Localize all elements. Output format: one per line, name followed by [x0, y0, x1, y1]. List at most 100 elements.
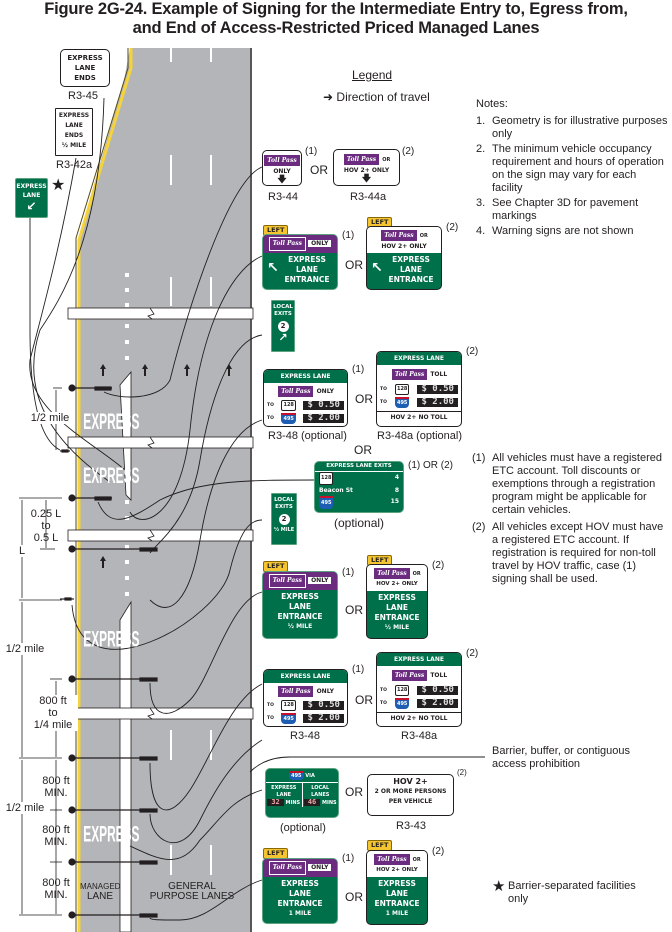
interstate-shield: 495	[394, 397, 410, 408]
price-display: $ 2.00	[417, 398, 458, 407]
sign-or: OR	[419, 233, 428, 239]
case-label: (2)	[466, 648, 479, 659]
barrier-note: Barrier, buffer, or contiguous access pr…	[492, 745, 630, 770]
lane-lines	[170, 48, 212, 875]
label-line: GENERAL	[168, 881, 216, 892]
exit-number: 2	[277, 321, 289, 332]
case-label: (2)	[466, 346, 479, 357]
dim-half-mile-2: 1/2 mile	[2, 643, 48, 655]
sign-location-markers	[60, 384, 158, 919]
sign-line: EXPRESS	[16, 183, 47, 190]
case-label: (1)	[342, 853, 355, 864]
dim-half-mile-1: 1/2 mile	[30, 412, 70, 424]
sign-header: EXPRESS LANE	[264, 670, 347, 683]
price-display: $ 0.50	[303, 401, 344, 410]
title-line-2: and End of Access-Restricted Priced Mana…	[132, 19, 540, 37]
tollpass-logo: Toll Pass	[277, 385, 315, 398]
dim-line: 0.25 L	[30, 508, 62, 520]
sign-line: ENTRANCE	[374, 899, 420, 908]
legend-direction: ➜ Direction of travel	[323, 90, 430, 104]
sign-or: OR	[412, 857, 421, 863]
sign-line: LOCAL	[311, 785, 330, 791]
sign-local-exits-2: LOCAL EXITS 2 ↗	[271, 300, 295, 352]
dim-line: to	[48, 707, 58, 719]
label-line: PURPOSE LANES	[149, 891, 235, 902]
arrow-down-icon: 🡇	[361, 174, 372, 184]
arrow-up-right-icon: ↗	[278, 331, 288, 344]
time-columns: EXPRESS LANE 32 MINS LOCAL LANES 46 MINS	[266, 783, 338, 807]
sign-line: ½ MILE	[384, 624, 410, 631]
or-label: OR	[310, 163, 328, 177]
tollpass-panel: Toll Pass ONLY	[263, 859, 337, 877]
caption-r3-48: R3-48	[290, 730, 320, 742]
sign-travel-time: 495 VIA EXPRESS LANE 32 MINS LOCAL LANES…	[265, 768, 339, 818]
sign-line: LANE	[65, 122, 83, 129]
sign-r3-45-express-lane-ends: EXPRESS LANE ENDS	[60, 49, 110, 87]
left-edge-line	[77, 48, 133, 932]
caption-r3-45: R3-45	[68, 90, 98, 102]
note-num: 1.	[476, 115, 486, 127]
dim-line: 800 ft	[39, 695, 67, 707]
caption-r3-48a: R3-48a	[401, 730, 438, 742]
caption-travel-time-optional: (optional)	[280, 822, 326, 834]
sign-entrance-half-mile-case1: Toll Pass ONLY EXPRESS LANE ENTRANCE ½ M…	[262, 571, 338, 639]
dim-line: MIN.	[44, 787, 68, 799]
notes-block: Notes: 1.Geometry is for illustrative pu…	[476, 98, 668, 238]
sign-line: ENTRANCE	[388, 275, 434, 284]
sign-footer: HOV 2+ NO TOLL	[377, 712, 461, 723]
or-label: OR	[345, 890, 363, 904]
note-text: The minimum vehicle occupancy requiremen…	[492, 143, 664, 194]
leader-lines	[29, 97, 485, 921]
sign-express-lane-arrow: EXPRESS LANE ↙	[15, 178, 48, 218]
note-item: 3. See Chapter 3D for pavement markings	[476, 197, 668, 223]
sign-entrance-one-mile-case1: Toll Pass ONLY EXPRESS LANE ENTRANCE 1 M…	[262, 858, 338, 924]
tollpass-logo: Toll Pass	[342, 153, 381, 166]
legend-heading: Legend	[352, 68, 393, 82]
sign-line: EXPRESS	[288, 255, 326, 264]
route-shield: 128	[394, 685, 410, 696]
entrance-panel: EXPRESS LANE ENTRANCE ½ MILE	[263, 590, 337, 632]
case-label: (1)	[352, 364, 365, 375]
sign-line: LANE	[400, 265, 422, 274]
tollpass-logo: Toll Pass	[268, 237, 306, 251]
sign-express-lane-entrance-case1: Toll Pass ONLY ↖ EXPRESS LANE ENTRANCE	[262, 234, 338, 290]
sign-line: ENTRANCE	[374, 613, 420, 622]
sign-line: HOV 2+	[393, 777, 428, 786]
footnote-text: All vehicles must have a registered ETC …	[492, 452, 662, 516]
caption-r3-44: R3-44	[268, 191, 298, 203]
price-display: $ 2.00	[417, 699, 458, 708]
to-label: TO	[380, 701, 387, 706]
sign-line: HOV 2+ ONLY	[343, 167, 390, 174]
exit-distance: 4	[394, 474, 399, 481]
tollpass-logo: Toll Pass	[373, 853, 411, 866]
case-label: (2)	[457, 768, 467, 777]
note-text: Warning signs are not shown	[492, 225, 634, 237]
dim-800ft-min-1: 800 ft MIN.	[38, 775, 74, 799]
note-num: 3.	[476, 197, 486, 209]
exit-number: 2	[278, 514, 290, 525]
label-line: MANAGED	[80, 882, 121, 891]
to-label: TO	[267, 416, 274, 421]
sign-r3-43-hov: HOV 2+ 2 OR MORE PERSONS PER VEHICLE	[367, 774, 454, 816]
note-text: See Chapter 3D for pavement markings	[492, 197, 639, 222]
dim-800ft-quarter-mile: 800 ft to 1/4 mile	[28, 695, 78, 731]
arrow-up-left-icon: ↖	[267, 260, 279, 276]
svg-text:EXPRESS: EXPRESS	[83, 822, 139, 847]
case-label: (2)	[432, 560, 445, 571]
sign-line: LANE	[22, 192, 41, 199]
case-label: (1) OR (2)	[408, 460, 453, 471]
pavement-markings-express: EXPRESS EXPRESS EXPRESS EXPRESS	[83, 409, 139, 847]
case-label: (2)	[446, 222, 459, 233]
price-display: $ 2.00	[303, 714, 344, 723]
sign-header: EXPRESS LANE	[264, 370, 347, 383]
footnotes-block: (1)All vehicles must have a registered E…	[472, 452, 670, 586]
route-shield: 128	[394, 384, 410, 395]
sign-footer: HOV 2+ NO TOLL	[377, 411, 461, 422]
tollpass-row: Toll Pass ONLY	[264, 385, 347, 398]
